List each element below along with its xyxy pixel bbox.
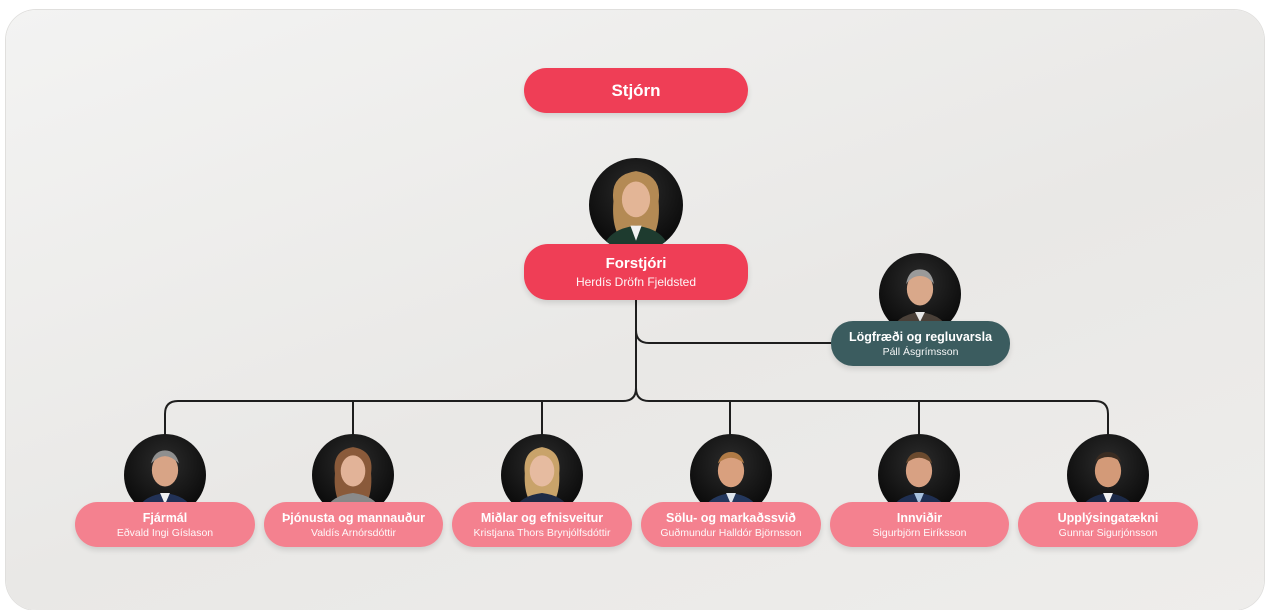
dept-4-title: Sölu- og markaðssvið: [666, 510, 796, 525]
ceo-name: Herdís Dröfn Fjeldsted: [575, 275, 697, 289]
dept-4-name: Guðmundur Halldór Björnsson: [660, 526, 802, 539]
dept-1-title: Fjármál: [142, 510, 188, 525]
dept-5-box: Innviðir Sigurbjörn Eiríksson: [830, 502, 1009, 547]
ceo-box: Forstjóri Herdís Dröfn Fjeldsted: [524, 244, 748, 300]
ceo-trunk-line: [164, 300, 637, 436]
dept-6-box: Upplýsingatækni Gunnar Sigurjónsson: [1018, 502, 1198, 547]
board-title: Stjórn: [611, 80, 661, 100]
dept-1-name: Eðvald Ingi Gíslason: [116, 526, 214, 539]
dept-4-box: Sölu- og markaðssvið Guðmundur Halldór B…: [641, 502, 821, 547]
legal-branch-line: [635, 329, 832, 344]
legal-name: Páll Ásgrímsson: [882, 345, 959, 358]
dept-3-box: Miðlar og efnisveitur Kristjana Thors Br…: [452, 502, 632, 547]
dept-1-box: Fjármál Eðvald Ingi Gíslason: [75, 502, 255, 547]
dept-6-name: Gunnar Sigurjónsson: [1058, 526, 1158, 539]
dept-3-name: Kristjana Thors Brynjólfsdóttir: [473, 526, 611, 539]
board-box: Stjórn: [524, 68, 748, 113]
ceo-trunk-line-right: [635, 387, 1109, 436]
legal-box: Lögfræði og regluvarsla Páll Ásgrímsson: [831, 321, 1010, 366]
dept-2-box: Þjónusta og mannauður Valdís Arnórsdótti…: [264, 502, 443, 547]
ceo-photo-avatar: [589, 158, 683, 252]
dept-2-title: Þjónusta og mannauður: [281, 510, 426, 525]
dept-5-name: Sigurbjörn Eiríksson: [872, 526, 967, 539]
dept-6-title: Upplýsingatækni: [1057, 510, 1159, 525]
dept-5-title: Innviðir: [896, 510, 943, 525]
dept-3-title: Miðlar og efnisveitur: [480, 510, 604, 525]
ceo-title: Forstjóri: [605, 255, 667, 272]
dept-2-name: Valdís Arnórsdóttir: [310, 526, 396, 539]
legal-title: Lögfræði og regluvarsla: [848, 329, 993, 344]
